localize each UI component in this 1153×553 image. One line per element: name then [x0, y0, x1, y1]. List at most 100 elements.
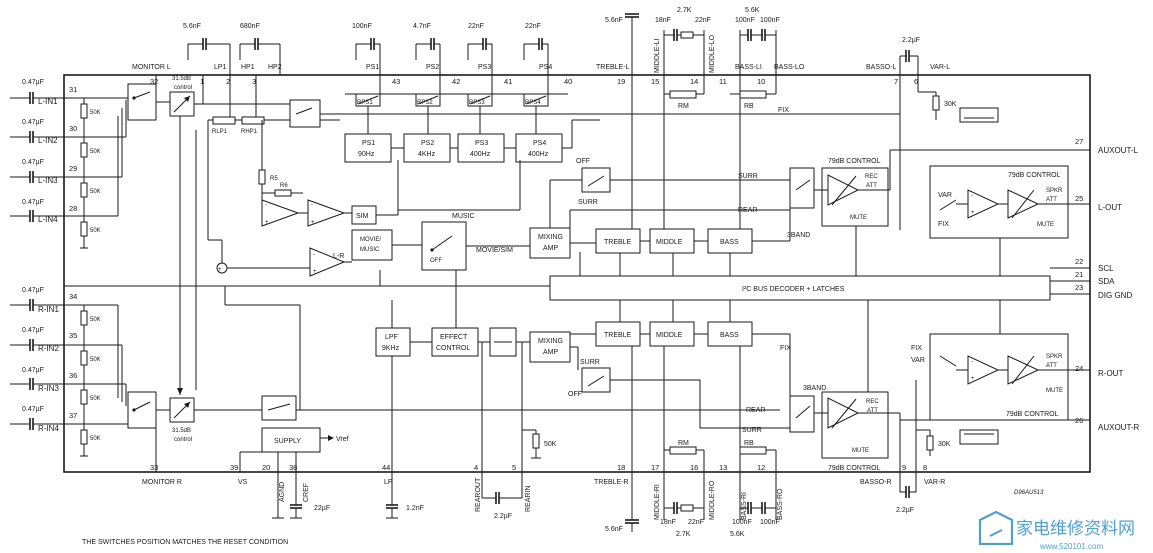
resistor-rhp1: RHP1 [241, 129, 258, 135]
band-switch-l [789, 167, 815, 209]
svg-text:CONTROL: CONTROL [436, 345, 470, 352]
treble-l-block [595, 228, 641, 254]
svg-text:+: + [313, 269, 317, 275]
input-selector-l [127, 83, 157, 121]
house-logo-icon [978, 510, 1014, 546]
resistor-label-2k7-l: 2.7K [677, 7, 692, 14]
vref-label: Vref [336, 436, 349, 443]
cap-label-680n: 680nF [240, 23, 260, 30]
pin-sda: SDA [1098, 277, 1115, 286]
svg-text:-: - [311, 202, 313, 208]
fix-label-r2: FIX [911, 345, 922, 352]
cap-label-2u2-r: 2.2µF [896, 507, 914, 514]
band-switch-r [789, 395, 815, 433]
svg-text:+: + [971, 376, 975, 382]
resistor-50k-1: 50K [90, 110, 101, 116]
resistor-r6: R6 [280, 183, 288, 189]
pin-cref: CREF [303, 483, 310, 502]
pin-5: 5 [512, 463, 516, 472]
off-label-l: OFF [576, 158, 590, 165]
svg-text:MOVIE/: MOVIE/ [360, 237, 381, 243]
ctrl79-label-l2: 79dB CONTROL [1008, 172, 1061, 179]
cap-label-100n-l2: 100nF [760, 17, 780, 24]
resistor-30k-r: 30K [938, 441, 951, 448]
pin-44: 44 [382, 463, 390, 472]
pin-var-l: VAR-L [930, 64, 950, 71]
pin-15: 15 [651, 77, 659, 86]
cap-label-18n-r: 18nF [660, 519, 676, 526]
svg-text:+: + [311, 220, 315, 226]
pin-r-in2: R-IN2 [38, 344, 59, 353]
pin-ps3: PS3 [478, 64, 491, 71]
cap-label-rin4: 0.47µF [22, 406, 44, 413]
pin-l-in3: L-IN3 [38, 176, 58, 185]
treble-r-label: TREBLE [604, 332, 632, 339]
svg-text:ATT: ATT [866, 183, 877, 189]
ps2-block-label: PS2 [421, 140, 434, 147]
pin-33: 33 [150, 463, 158, 472]
pin-rearout: REAROUT [475, 477, 482, 512]
left-inputs: 0.47µF L-IN1 0.47µF L-IN2 0.47µF L-IN3 0… [10, 79, 170, 249]
resistor-rlp1: RLP1 [212, 129, 228, 135]
right-volume-section: 31.5dB control MONITOR R 33 SUPPLY Vref … [142, 305, 780, 519]
resistor-30k-l: 30K [944, 101, 957, 108]
cap-label-5n6: 5.6nF [183, 23, 201, 30]
drawing-code: D96AU513 [1014, 490, 1044, 496]
resistor-50k-6: 50K [90, 357, 101, 363]
ps3-block-freq: 400Hz [470, 151, 491, 158]
volume-r-gain: 31.5dB [172, 428, 191, 434]
ctrl79-label-r1: 79dB CONTROL [828, 465, 881, 472]
switch-off-label: OFF [430, 258, 442, 264]
pin-35: 35 [69, 331, 77, 340]
mute-label-r2: MUTE [1046, 388, 1063, 394]
pin-agnd: AGND [279, 482, 286, 502]
ctrl79-label-r2: 79dB CONTROL [1006, 411, 1059, 418]
pin-ps1: PS1 [366, 64, 379, 71]
middle-r-block [649, 321, 695, 347]
cap-label-100n-r2: 100nF [760, 519, 780, 526]
rec-att-r: REC ATT MUTE 79dB CONTROL [789, 391, 1090, 472]
cap-label-2u2-rear: 2.2µF [494, 513, 512, 520]
mute-label-r1: MUTE [852, 448, 869, 454]
i2c-label: I²C BUS DECODER + LATCHES [742, 286, 845, 293]
rps4-label: RPS4 [525, 100, 541, 106]
chip-outline [63, 74, 1091, 473]
pin-r-in1: R-IN1 [38, 305, 59, 314]
svg-text:ATT: ATT [1046, 197, 1057, 203]
3band-label-r: 3BAND [803, 385, 826, 392]
pin-lp1: LP1 [214, 64, 227, 71]
middle-r-label: MIDDLE [656, 332, 683, 339]
svg-text:REC: REC [865, 174, 878, 180]
right-pins: 27 AUXOUT-L 25 L-OUT 22 SCL 21 SDA 23 DI… [1050, 137, 1140, 432]
pin-basso-r: BASSO-R [860, 479, 892, 486]
svg-text:MIXING: MIXING [538, 338, 563, 345]
cap-label-ps2: 4.7nF [413, 23, 431, 30]
pin-bass-lo: BASS-LO [774, 64, 805, 71]
pin-l-in2: L-IN2 [38, 136, 58, 145]
pin-7: 7 [894, 77, 898, 86]
pin-19: 19 [617, 77, 625, 86]
pin-41: 41 [504, 77, 512, 86]
pin-20: 20 [262, 463, 270, 472]
mute-label-l2: MUTE [1037, 222, 1054, 228]
cap-label-rin2: 0.47µF [22, 327, 44, 334]
rps2-label: RPS2 [417, 100, 433, 106]
opamp-1 [261, 199, 300, 227]
resistor-50k-2: 50K [90, 149, 101, 155]
pin-treble-r: TREBLE-R [594, 479, 629, 486]
cap-label-rin1: 0.47µF [22, 287, 44, 294]
phase-shifters: 100nF 4.7nF 22nF 22nF PS1 43 PS2 42 PS3 … [344, 23, 600, 163]
pin-17: 17 [651, 463, 659, 472]
opamp-2 [307, 199, 346, 227]
ctrl79-label-l1: 79dB CONTROL [828, 158, 881, 165]
pin-l-in4: L-IN4 [38, 215, 58, 224]
lpf-block [375, 327, 411, 357]
movie-music-block [351, 229, 393, 261]
sim-label: SIM [356, 213, 369, 220]
movie-sim-label: MOVIE/SIM [476, 247, 513, 254]
i2c-section: I²C BUS DECODER + LATCHES [64, 130, 1051, 392]
pin-30: 30 [69, 124, 77, 133]
speaker-att-l: BASSO-L 7 2.2µF 6 VAR-L 30K 79dB CONTROL… [866, 37, 1090, 239]
pin-34: 34 [69, 292, 77, 301]
music-label: MUSIC [452, 213, 475, 220]
